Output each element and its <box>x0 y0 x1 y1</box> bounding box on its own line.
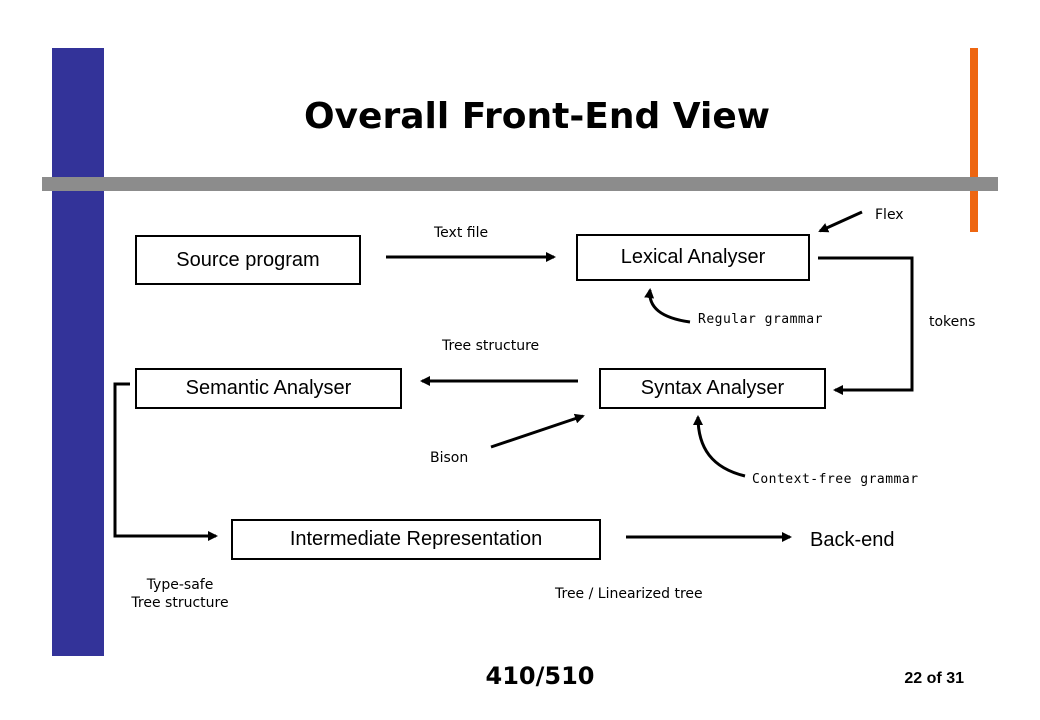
node-source-program: Source program <box>135 235 361 285</box>
slide-title: Overall Front-End View <box>303 96 771 137</box>
node-semantic-analyser: Semantic Analyser <box>135 368 402 409</box>
label-type-safe-line1: Type-safe <box>146 577 214 593</box>
arrow-semantic-to-ir <box>113 382 218 541</box>
label-regular-grammar: Regular grammar <box>698 312 823 327</box>
node-syntax-analyser: Syntax Analyser <box>599 368 826 409</box>
arrow-regular-grammar <box>644 288 691 324</box>
arrow-tokens <box>818 256 914 395</box>
orange-accent-bar <box>970 48 978 232</box>
label-tree-structure: Tree structure <box>442 338 540 354</box>
node-lexical-analyser: Lexical Analyser <box>576 234 810 281</box>
label-flex: Flex <box>875 207 904 223</box>
label-type-safe: Type-safe Tree structure <box>110 577 250 611</box>
page-number: 22 of 31 <box>904 670 964 687</box>
arrow-bison <box>490 413 585 449</box>
course-code: 410/510 <box>485 662 595 690</box>
label-bison: Bison <box>430 450 469 466</box>
node-intermediate-representation: Intermediate Representation <box>231 519 601 560</box>
node-back-end: Back-end <box>810 529 895 551</box>
label-tokens: tokens <box>929 314 976 330</box>
arrow-context-free-grammar <box>693 415 746 478</box>
label-text-file: Text file <box>434 225 489 241</box>
label-context-free-grammar: Context-free grammar <box>752 472 919 487</box>
label-tree-linearized: Tree / Linearized tree <box>555 586 703 602</box>
left-accent-bar <box>52 48 104 656</box>
title-divider <box>42 177 998 191</box>
label-type-safe-line2: Tree structure <box>131 595 229 611</box>
arrow-flex <box>818 210 863 233</box>
